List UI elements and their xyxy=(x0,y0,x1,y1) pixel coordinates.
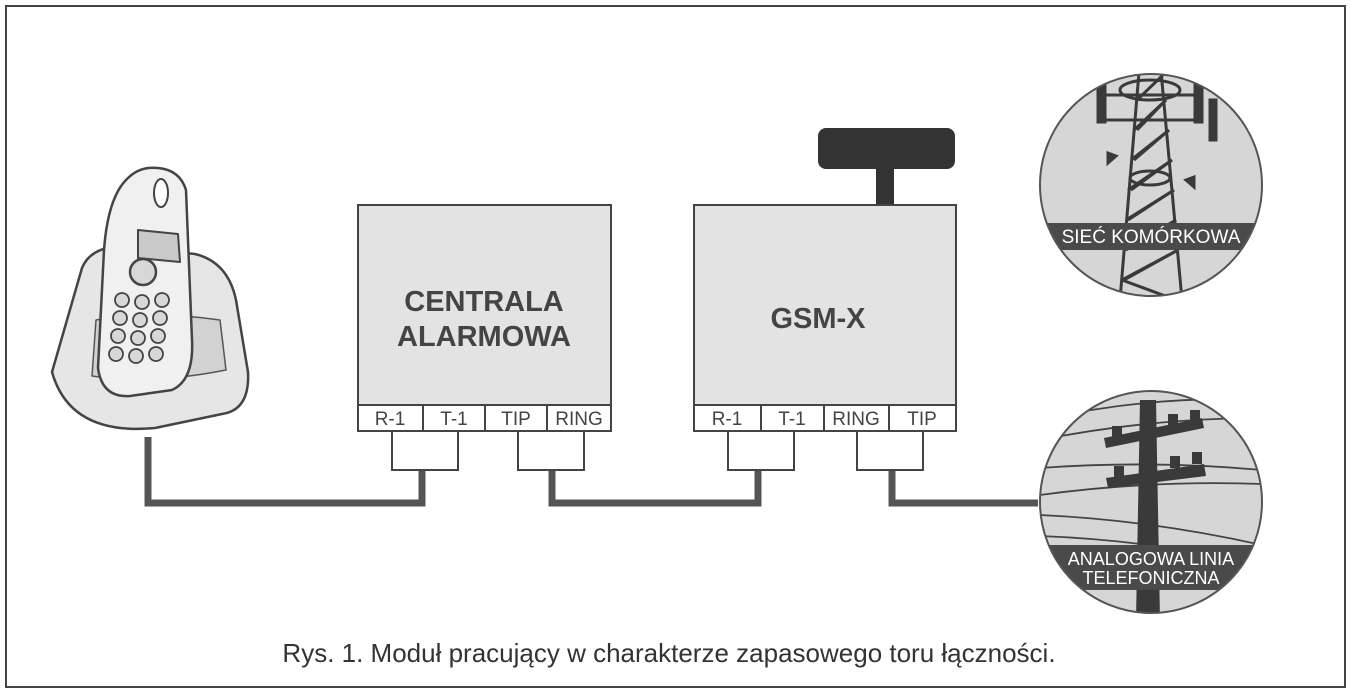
gsm-terminal-r1: R-1 xyxy=(712,409,743,430)
panel-terminal-t1: T-1 xyxy=(440,409,467,430)
gsm-bracket-r1t1 xyxy=(727,430,795,471)
wiring xyxy=(144,437,1038,507)
gsm-module: GSM-X R-1 T-1 RING TIP xyxy=(693,128,957,432)
wire-phone-to-panel xyxy=(144,437,426,507)
figure-caption: Rys. 1. Moduł pracujący w charakterze za… xyxy=(282,638,1055,668)
panel-terminal-ring: RING xyxy=(555,409,603,430)
panel-bracket-r1t1 xyxy=(391,430,459,471)
gsm-bracket-ringtip xyxy=(856,430,924,471)
panel-terminal-tip: TIP xyxy=(501,409,531,430)
wire-gsm-to-line xyxy=(888,470,1038,507)
cellular-network-circle: SIEĆ KOMÓRKOWA xyxy=(1039,73,1263,297)
wire-panel-to-gsm xyxy=(548,470,762,507)
gsm-terminal-ring: RING xyxy=(832,409,880,430)
analog-line-circle: ANALOGOWA LINIA TELEFONICZNA xyxy=(1039,390,1263,614)
gsm-terminal-tip: TIP xyxy=(907,409,937,430)
cellular-network-label: SIEĆ KOMÓRKOWA xyxy=(1062,226,1241,248)
cellular-label-band xyxy=(1040,223,1262,250)
analog-line-label-line1: ANALOGOWA LINIA xyxy=(1068,549,1234,569)
gsm-terminal-t1: T-1 xyxy=(778,409,805,430)
phone-icon xyxy=(50,166,250,431)
alarm-panel-box: CENTRALA ALARMOWA R-1 T-1 TIP RING xyxy=(357,204,612,432)
analog-line-label-line2: TELEFONICZNA xyxy=(1082,568,1219,588)
alarm-panel-title-line1: CENTRALA xyxy=(404,286,564,318)
cell-tower-icon xyxy=(1096,74,1218,296)
gsm-module-title: GSM-X xyxy=(770,303,866,335)
alarm-panel-title-line2: ALARMOWA xyxy=(397,321,571,353)
antenna-icon xyxy=(818,128,955,169)
panel-bracket-tipring xyxy=(517,430,585,471)
analog-label-band xyxy=(1040,545,1262,590)
panel-terminal-r1: R-1 xyxy=(375,409,406,430)
